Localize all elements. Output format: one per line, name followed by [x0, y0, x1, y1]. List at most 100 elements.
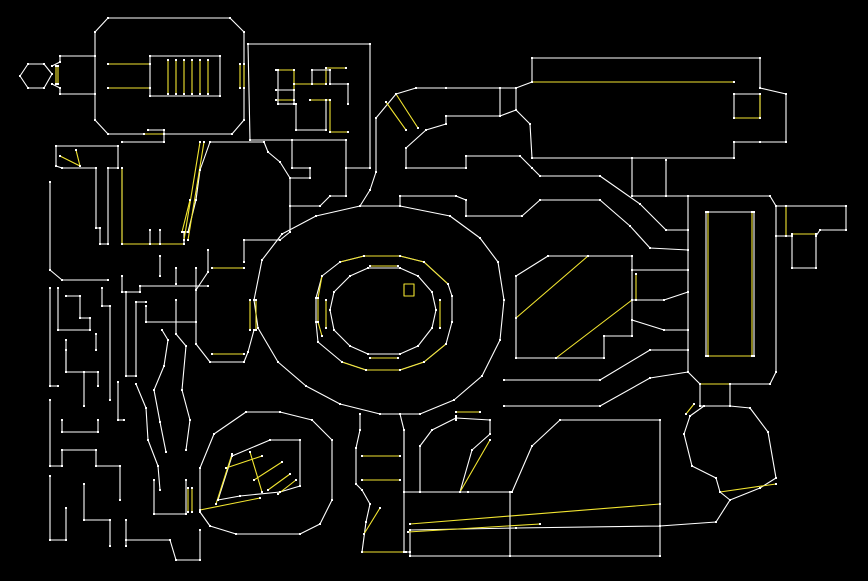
map-vertex: [603, 335, 605, 337]
map-vertex: [349, 345, 351, 347]
map-vertex: [317, 321, 319, 323]
map-vertex: [49, 475, 51, 477]
automap-maze-room: [247, 43, 371, 169]
map-vertex: [539, 175, 541, 177]
map-vertex: [471, 449, 473, 451]
map-vertex: [311, 419, 313, 421]
automap-west-rooms: [49, 129, 347, 281]
map-vertex: [455, 417, 457, 419]
map-vertex: [331, 499, 333, 501]
map-vertex: [135, 383, 137, 385]
map-vertex: [175, 267, 177, 269]
map-vertex: [733, 117, 735, 119]
map-vertex: [79, 295, 81, 297]
map-vertex: [519, 155, 521, 157]
map-vertex: [319, 205, 321, 207]
map-vertex: [109, 399, 111, 401]
map-vertex: [135, 375, 137, 377]
map-vertex: [199, 169, 201, 171]
map-vertex: [369, 357, 371, 359]
map-vertex: [289, 231, 291, 233]
map-vertex: [107, 279, 109, 281]
map-vertex: [769, 195, 771, 197]
map-vertex: [355, 483, 357, 485]
map-vertex: [159, 255, 161, 257]
automap-central-corridors: [195, 155, 689, 363]
map-vertex: [199, 559, 201, 561]
map-vertex: [153, 479, 155, 481]
map-vertex: [117, 381, 119, 383]
map-vertex: [531, 445, 533, 447]
map-vertex: [147, 129, 149, 131]
map-vertex: [293, 83, 295, 85]
map-vertex: [117, 419, 119, 421]
map-vertex: [43, 63, 45, 65]
map-vertex: [775, 205, 777, 207]
map-vertex: [659, 419, 661, 421]
map-vertex: [753, 355, 755, 357]
map-vertex: [61, 449, 63, 451]
map-vertex: [631, 195, 633, 197]
map-vertex: [409, 551, 411, 553]
map-vertex: [515, 275, 517, 277]
map-vertex: [195, 199, 197, 201]
map-vertex: [499, 339, 501, 341]
map-vertex: [315, 321, 317, 323]
map-vertex: [267, 151, 269, 153]
map-vertex: [209, 141, 211, 143]
map-vertex: [191, 93, 193, 95]
map-vertex: [459, 491, 461, 493]
map-vertex: [431, 327, 433, 329]
map-vertex: [509, 491, 511, 493]
map-vertex: [195, 267, 197, 269]
map-vertex: [279, 491, 281, 493]
map-vertex: [417, 275, 419, 277]
map-vertex: [687, 291, 689, 293]
map-vertex: [539, 199, 541, 201]
map-vertex: [503, 379, 505, 381]
map-vertex: [149, 63, 151, 65]
map-vertex: [61, 419, 63, 421]
map-vertex: [369, 503, 371, 505]
map-vertex: [243, 63, 245, 65]
map-vertex: [293, 89, 295, 91]
map-vertex: [55, 65, 57, 67]
map-vertex: [49, 539, 51, 541]
map-vertex: [497, 261, 499, 263]
map-vertex: [819, 229, 821, 231]
map-vertex: [599, 199, 601, 201]
map-vertex: [355, 447, 357, 449]
map-vertex: [95, 167, 97, 169]
map-vertex: [481, 375, 483, 377]
map-vertex: [275, 69, 277, 71]
map-vertex: [691, 465, 693, 467]
map-vertex: [57, 385, 59, 387]
map-vertex: [689, 415, 691, 417]
map-vertex: [121, 167, 123, 169]
map-vertex: [751, 211, 753, 213]
map-vertex: [759, 487, 761, 489]
map-vertex: [83, 483, 85, 485]
map-vertex: [329, 83, 331, 85]
map-vertex: [243, 31, 245, 33]
map-vertex: [445, 87, 447, 89]
map-vertex: [693, 403, 695, 405]
map-vertex: [277, 103, 279, 105]
map-vertex: [99, 243, 101, 245]
map-vertex: [635, 299, 637, 301]
map-vertex: [145, 407, 147, 409]
map-vertex: [767, 431, 769, 433]
map-vertex: [95, 333, 97, 335]
automap-stair-hall: [94, 17, 245, 135]
map-vertex: [759, 57, 761, 59]
map-vertex: [277, 361, 279, 363]
map-vertex: [309, 177, 311, 179]
map-vertex: [187, 511, 189, 513]
map-vertex: [149, 55, 151, 57]
map-vertex: [43, 87, 45, 89]
map-vertex: [191, 59, 193, 61]
map-vertex: [245, 411, 247, 413]
map-vertex: [703, 405, 705, 407]
map-vertex: [431, 429, 433, 431]
